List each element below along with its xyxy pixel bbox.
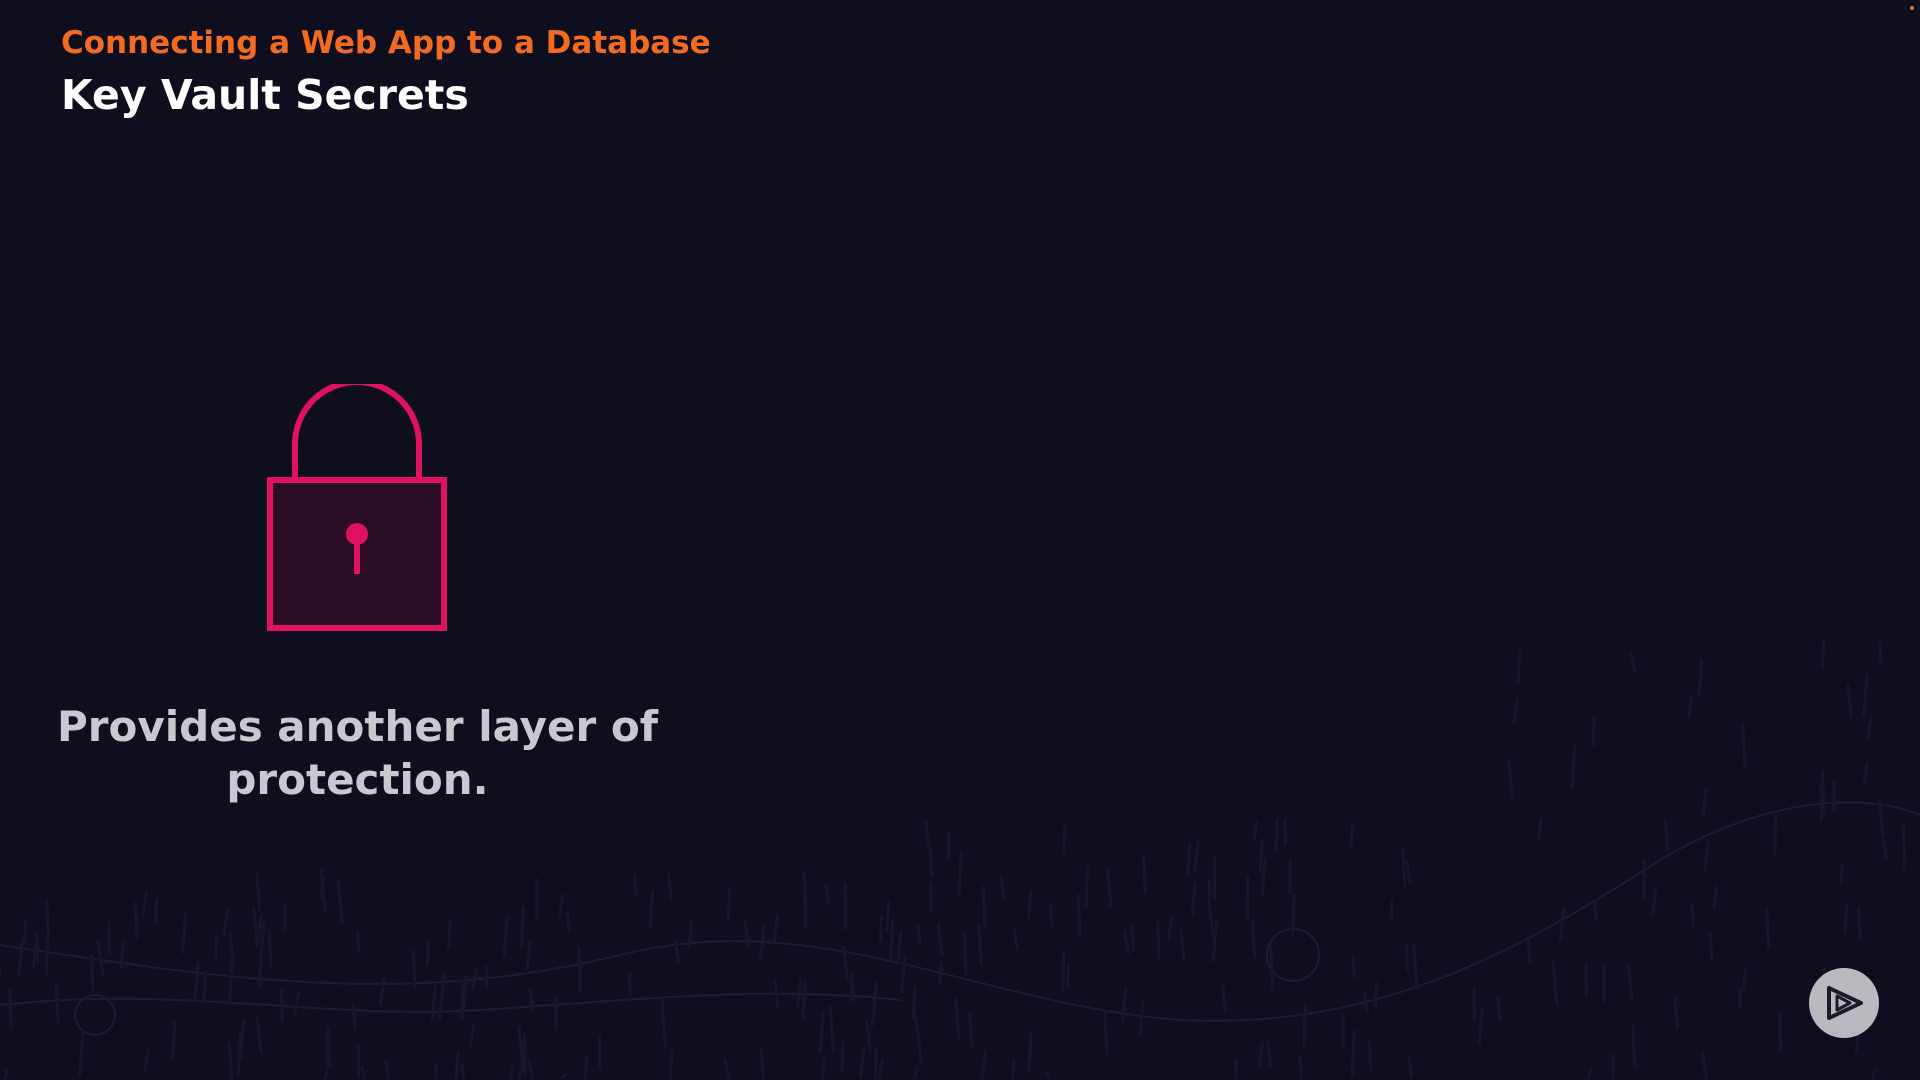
play-logo-button[interactable]	[1809, 968, 1879, 1038]
caption-text: Provides another layer of protection.	[57, 702, 658, 804]
corner-dot	[1910, 6, 1914, 10]
play-logo-icon	[1827, 986, 1863, 1020]
slide-title: Key Vault Secrets	[61, 71, 469, 119]
course-title: Connecting a Web App to a Database	[61, 25, 711, 61]
header: Connecting a Web App to a Database Key V…	[61, 22, 711, 122]
padlock-icon	[262, 379, 452, 634]
